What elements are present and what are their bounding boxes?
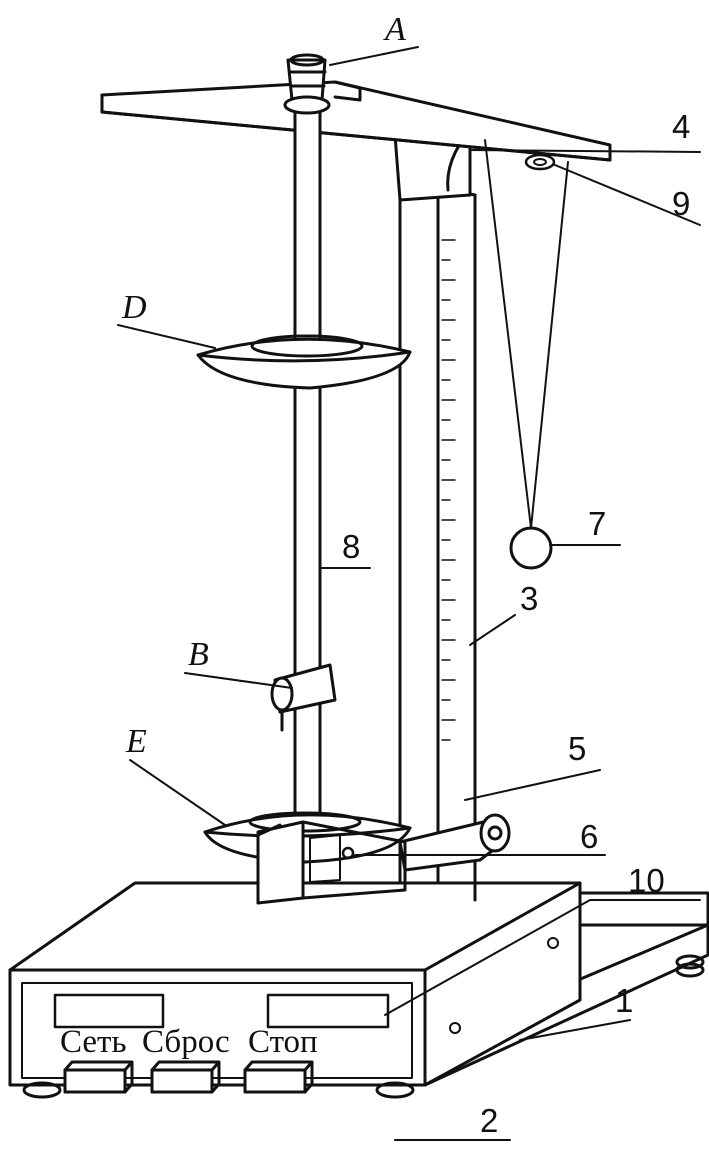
label-a: A xyxy=(383,11,406,48)
control-button-reset[interactable] xyxy=(150,1060,221,1094)
control-button-power[interactable] xyxy=(63,1060,134,1094)
vertical-rod xyxy=(286,53,327,822)
label-4: 4 xyxy=(672,108,690,145)
label-b: B xyxy=(188,636,209,673)
timer-display-right xyxy=(266,993,390,1029)
timer-display-left xyxy=(53,993,165,1029)
reset-button-label: Сброс xyxy=(142,1024,230,1060)
label-d: D xyxy=(121,289,147,326)
leader-lines xyxy=(117,46,701,1141)
stop-button-label: Стоп xyxy=(248,1024,318,1060)
label-3: 3 xyxy=(520,580,538,617)
upper-pan xyxy=(196,334,412,390)
scale-ticks xyxy=(441,239,456,741)
control-button-stop[interactable] xyxy=(243,1060,314,1094)
label-10: 10 xyxy=(628,862,665,899)
lower-pan xyxy=(203,811,412,864)
photo-gate xyxy=(256,820,407,905)
label-8: 8 xyxy=(342,528,360,565)
timer-box xyxy=(8,881,582,1099)
power-button-label: Сеть xyxy=(60,1024,127,1060)
top-bracket xyxy=(100,80,612,171)
label-9: 9 xyxy=(672,185,690,222)
plumb-bob xyxy=(484,139,569,570)
bracket-pin xyxy=(283,95,331,115)
label-6: 6 xyxy=(580,818,598,855)
label-e: E xyxy=(125,723,147,760)
label-1: 1 xyxy=(615,982,633,1019)
label-2: 2 xyxy=(480,1102,498,1139)
label-5: 5 xyxy=(568,730,586,767)
label-7: 7 xyxy=(588,505,606,542)
scale-column xyxy=(393,128,477,885)
